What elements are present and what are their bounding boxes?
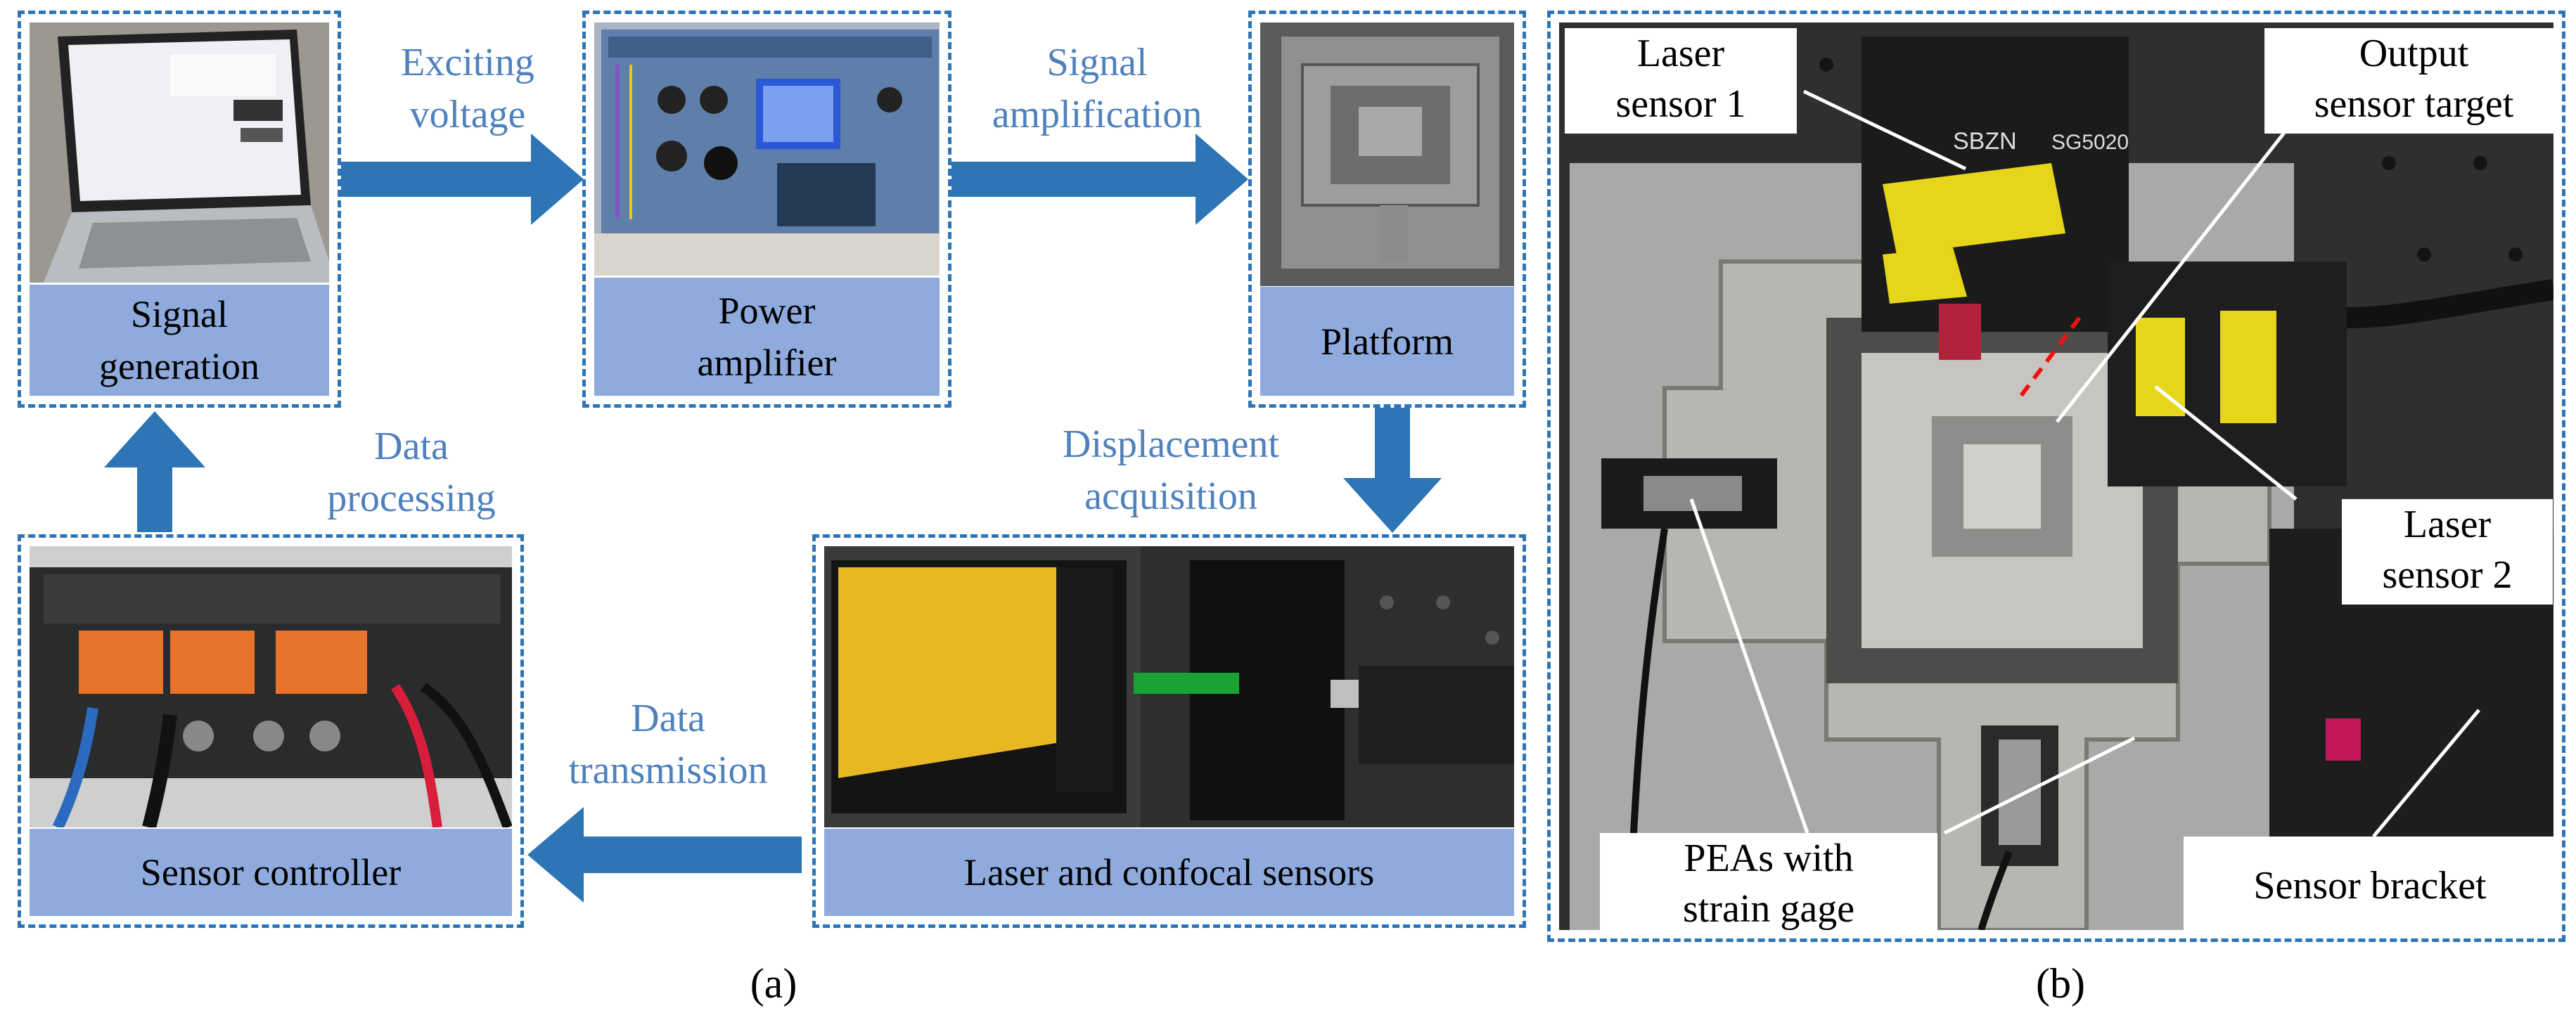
sensor-controller-photo xyxy=(30,546,512,827)
power-amplifier-photo xyxy=(594,22,940,276)
data-transmission-line-2: transmission xyxy=(568,749,768,792)
laser-sensor-1-line-1: Laser xyxy=(1636,32,1725,75)
displacement-acquisition-line-1: Displacement xyxy=(1063,422,1279,466)
laser-sensor-2-line-1: Laser xyxy=(2403,503,2492,546)
output-sensor-target-line-2: sensor target xyxy=(2314,82,2514,126)
data-transmission-line-1: Data xyxy=(631,697,705,740)
sensor-controller-box: Sensor controller xyxy=(18,534,524,928)
sensor-bracket-label: Sensor bracket xyxy=(2253,864,2487,908)
sensor-model-text: SG5020 xyxy=(2051,131,2129,154)
callout-output-sensor-target: Output sensor target xyxy=(2264,28,2562,134)
peas-strain-gage-line-2: strain gage xyxy=(1682,887,1855,931)
power-amplifier-box: Power amplifier xyxy=(582,11,951,408)
data-processing-line-2: processing xyxy=(327,477,496,520)
displacement-acquisition-line-2: acquisition xyxy=(1084,475,1257,518)
output-sensor-target-line-1: Output xyxy=(2359,32,2469,75)
laser-confocal-photo xyxy=(824,546,1514,827)
callout-sensor-bracket: Sensor bracket xyxy=(2184,837,2556,935)
exciting-voltage-line-2: voltage xyxy=(409,93,526,136)
flow-label-signal-amplification: Signal amplification xyxy=(942,37,1252,141)
platform-box: Platform xyxy=(1248,11,1526,408)
sensor-controller-caption: Sensor controller xyxy=(30,829,512,916)
callout-peas-strain-gage: PEAs with strain gage xyxy=(1600,833,1937,938)
signal-generation-caption: Signal generation xyxy=(30,285,329,396)
laser-confocal-label: Laser and confocal sensors xyxy=(963,851,1375,893)
callout-laser-sensor-1: Laser sensor 1 xyxy=(1565,28,1797,134)
data-processing-line-1: Data xyxy=(374,425,449,468)
callout-leaders xyxy=(1689,89,2480,838)
panel-b-frame: SBZN SG5020 Laser sensor 1 Output sensor… xyxy=(1547,11,2565,942)
flow-arrows xyxy=(104,134,1442,903)
peas-strain-gage-line-1: PEAs with xyxy=(1684,837,1854,880)
arrow-data-transmission xyxy=(527,807,802,903)
callout-laser-sensor-2: Laser sensor 2 xyxy=(2342,499,2553,605)
power-amplifier-caption: Power amplifier xyxy=(594,278,940,396)
arrow-signal-amplification xyxy=(951,134,1248,225)
panel-a-label: (a) xyxy=(750,960,797,1007)
test-setup-photo: SBZN SG5020 xyxy=(1559,22,2553,930)
laser-sensor-2-line-2: sensor 2 xyxy=(2382,553,2513,597)
arrow-displacement-acquisition xyxy=(1343,408,1442,533)
arrow-exciting-voltage xyxy=(341,134,584,225)
signal-generation-line-1: Signal xyxy=(130,293,228,335)
laptop-photo xyxy=(30,22,329,283)
power-amplifier-line-1: Power xyxy=(718,290,816,332)
flow-label-data-processing: Data processing xyxy=(278,420,545,524)
panel-b-label: (b) xyxy=(2036,960,2085,1007)
platform-photo xyxy=(1260,22,1514,286)
exciting-voltage-line-1: Exciting xyxy=(401,41,534,84)
platform-caption: Platform xyxy=(1260,287,1514,396)
power-amplifier-line-2: amplifier xyxy=(697,342,837,384)
signal-amplification-line-1: Signal xyxy=(1046,41,1148,84)
flow-label-displacement-acquisition: Displacement acquisition xyxy=(1013,418,1329,522)
flow-label-data-transmission: Data transmission xyxy=(527,692,809,796)
panel-a: Signal generation xyxy=(18,11,1526,1007)
signal-amplification-line-2: amplification xyxy=(992,93,1203,136)
sensor-controller-label: Sensor controller xyxy=(140,851,402,893)
sensor-brand-text: SBZN xyxy=(1953,128,2017,155)
laser-confocal-caption: Laser and confocal sensors xyxy=(824,829,1514,916)
arrow-data-processing xyxy=(104,411,205,532)
signal-generation-box: Signal generation xyxy=(18,11,341,408)
flow-label-exciting-voltage: Exciting voltage xyxy=(352,37,584,141)
laser-sensor-1-line-2: sensor 1 xyxy=(1615,82,1746,126)
signal-generation-line-2: generation xyxy=(99,345,259,387)
platform-label: Platform xyxy=(1321,320,1454,363)
laser-confocal-box: Laser and confocal sensors xyxy=(812,534,1526,928)
